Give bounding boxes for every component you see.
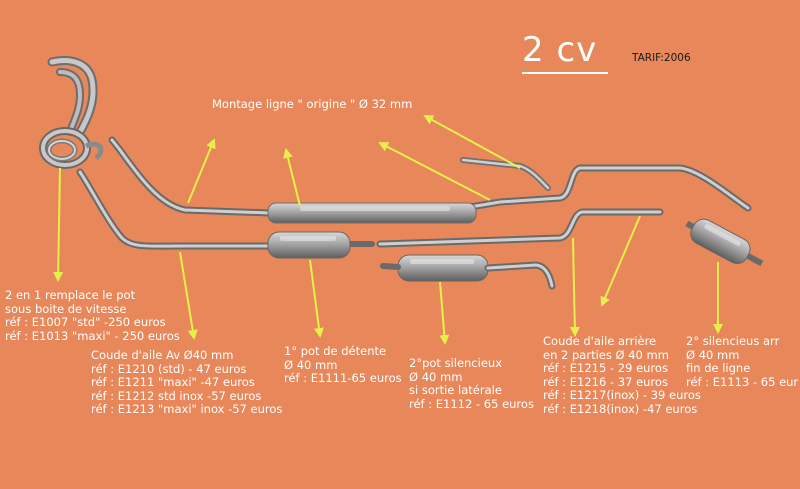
part-line: 1° pot de détente <box>284 344 387 358</box>
page-title: 2 cv <box>522 30 598 70</box>
arrow-main-4 <box>423 115 521 169</box>
part-line: réf : E1013 "maxi" - 250 euros <box>5 328 180 343</box>
part-line: réf : E1111-65 euros <box>284 371 402 385</box>
part-line: si sortie latérale <box>409 383 502 397</box>
arrow-coude-arr-1 <box>569 237 580 337</box>
arrow-pot-detente <box>309 259 324 338</box>
part-line: Coude d'aile arrière <box>543 334 657 348</box>
part-line: réf : E1213 "maxi" inox -57 euros <box>91 402 283 416</box>
callout-arrows <box>53 115 723 345</box>
part-line: en 2 parties Ø 40 mm <box>543 347 669 362</box>
part-line: réf : E1211 "maxi" -47 euros <box>91 375 255 389</box>
part-line: Ø 40 mm <box>409 369 463 384</box>
main-line-label: Montage ligne " origine " Ø 32 mm <box>212 97 413 111</box>
part-pot-detente: 1° pot de détente Ø 40 mm réf : E1111-65… <box>284 344 402 386</box>
arrow-coude-arr-2 <box>600 215 641 307</box>
part-line: réf : E1210 (std) - 47 euros <box>91 361 247 376</box>
part-line: sous boite de vitesse <box>5 301 127 316</box>
part-line: Ø 40 mm <box>686 347 740 362</box>
part-line: réf : E1216 - 37 euros <box>543 374 668 389</box>
two-in-one-manifold <box>39 56 104 169</box>
arrow-main-2 <box>283 148 301 207</box>
part-line: réf : E1212 std inox -57 euros <box>91 388 262 403</box>
part-line: Coude d'aile Av Ø40 mm <box>91 348 234 362</box>
part-pot-silencieux: 2°pot silencieux Ø 40 mm si sortie latér… <box>409 356 534 411</box>
arrow-2en1 <box>53 167 64 282</box>
arrow-main-3 <box>378 142 491 201</box>
part-coude-aile-av: Coude d'aile Av Ø40 mm réf : E1210 (std)… <box>91 348 283 417</box>
part-line: réf : E1215 - 29 euros <box>543 361 668 375</box>
part-line: réf : E1113 - 65 eur <box>686 374 799 389</box>
line-40mm <box>76 168 764 290</box>
part-line: 2 en 1 remplace le pot <box>5 288 136 302</box>
part-line: Ø 40 mm <box>284 357 338 372</box>
tarif-label: TARIF:2006 <box>632 52 691 64</box>
original-line-32mm <box>108 136 752 224</box>
arrow-coude-av <box>179 251 198 340</box>
part-silencieux-arr: 2° silencieus arr Ø 40 mm fin de ligne r… <box>686 334 799 389</box>
part-line: 2°pot silencieux <box>409 356 502 370</box>
part-line: fin de ligne <box>686 361 751 375</box>
part-line: réf : E1112 - 65 euros <box>409 396 534 411</box>
title-underline <box>522 72 608 74</box>
part-line: réf : E1218(inox) -47 euros <box>543 401 698 416</box>
part-coude-aile-arriere: Coude d'aile arrière en 2 parties Ø 40 m… <box>543 334 701 416</box>
part-two-in-one: 2 en 1 remplace le pot sous boite de vit… <box>5 288 180 343</box>
part-line: réf : E1217(inox) - 39 euros <box>543 388 701 402</box>
arrow-pot-silencieux <box>439 281 450 345</box>
part-line: réf : E1007 "std" -250 euros <box>5 315 166 329</box>
arrow-main-1 <box>187 138 216 204</box>
part-line: 2° silencieus arr <box>686 334 780 348</box>
